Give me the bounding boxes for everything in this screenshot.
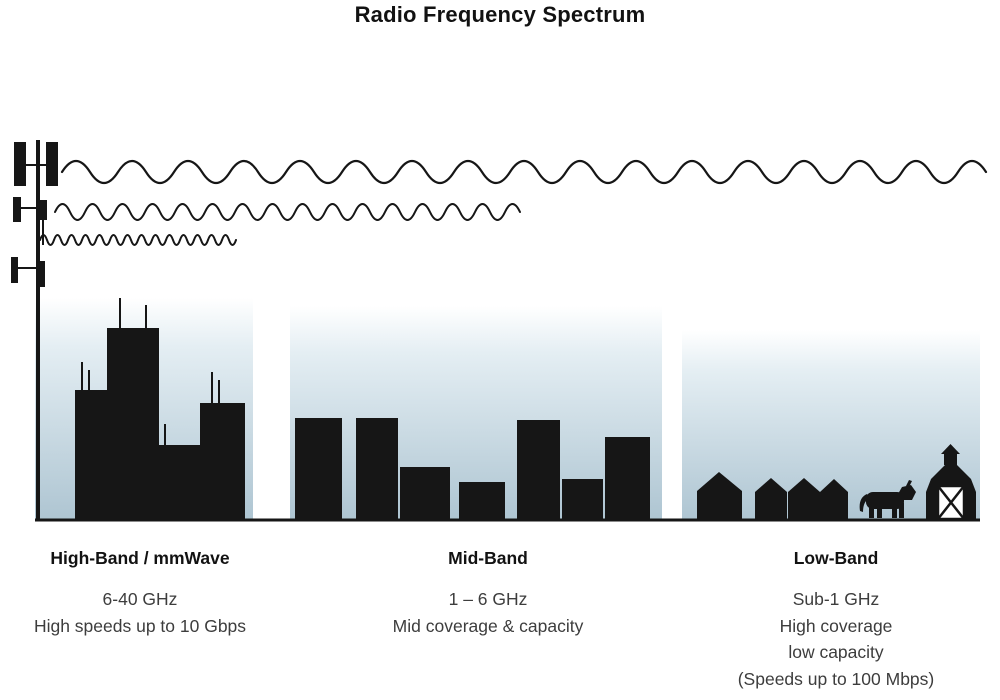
cow-icon bbox=[859, 480, 916, 518]
high-band-skyline bbox=[75, 298, 245, 520]
band-speed-high: High speeds up to 10 Gbps bbox=[33, 615, 247, 636]
house-icon bbox=[697, 472, 742, 520]
house-icon bbox=[755, 478, 787, 520]
band-coverage-mid: Mid coverage & capacity bbox=[392, 615, 584, 636]
band-capacity-low: low capacity bbox=[788, 642, 884, 662]
mid-band-label-block: Mid-Band 1 – 6 GHz Mid coverage & capaci… bbox=[368, 548, 608, 639]
high-band-label-block: High-Band / mmWave 6-40 GHz High speeds … bbox=[20, 548, 260, 639]
house-icon bbox=[788, 478, 820, 520]
band-name-low: Low-Band bbox=[793, 548, 879, 568]
low-band-scene bbox=[697, 444, 976, 521]
barn-icon bbox=[926, 444, 976, 521]
low-band-label-block: Low-Band Sub-1 GHz High coverage low cap… bbox=[686, 548, 986, 692]
band-speed-low: (Speeds up to 100 Mbps) bbox=[737, 668, 935, 689]
band-frequency-high: 6-40 GHz bbox=[102, 589, 178, 609]
band-frequency-mid: 1 – 6 GHz bbox=[448, 589, 528, 609]
low-band-wave-icon bbox=[60, 159, 988, 185]
mid-band-wave-icon bbox=[54, 203, 521, 221]
mid-band-skyline bbox=[295, 418, 650, 520]
band-name-high: High-Band / mmWave bbox=[50, 548, 230, 568]
house-icon bbox=[820, 479, 848, 520]
high-band-wave-icon bbox=[39, 234, 237, 246]
band-coverage-low: High coverage bbox=[779, 615, 893, 636]
diagram-title: Radio Frequency Spectrum bbox=[354, 2, 646, 27]
cell-tower-icon bbox=[11, 140, 58, 520]
band-name-mid: Mid-Band bbox=[448, 548, 528, 568]
band-frequency-low: Sub-1 GHz bbox=[792, 589, 880, 609]
